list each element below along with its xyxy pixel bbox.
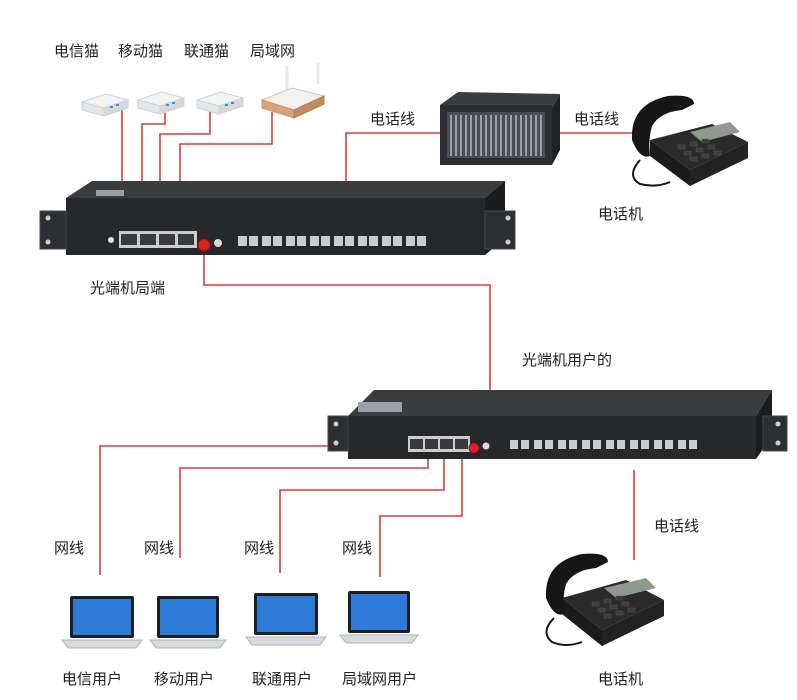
wire-user-unicom bbox=[279, 452, 445, 573]
ethernet-ports-user bbox=[408, 436, 470, 452]
phone-line-label-bottom: 电话线 bbox=[654, 517, 699, 535]
modem-icon bbox=[195, 91, 245, 115]
wires bbox=[99, 110, 645, 577]
phone-line-label-right: 电话线 bbox=[574, 110, 619, 128]
telephone-icon bbox=[631, 95, 748, 187]
wire-user-telecom bbox=[99, 445, 410, 575]
pbx-icon bbox=[440, 92, 560, 165]
modem-label-mobile: 移动猫 bbox=[118, 42, 163, 60]
wire-fiber bbox=[203, 247, 491, 445]
modem-label-unicom: 联通猫 bbox=[184, 42, 229, 60]
wire-user-lan bbox=[379, 452, 463, 577]
central-device-label: 光端机局端 bbox=[90, 279, 165, 297]
fiber-port-user bbox=[468, 442, 480, 454]
net-label-3: 网线 bbox=[244, 539, 274, 557]
user-device-label: 光端机用户的 bbox=[522, 351, 612, 369]
laptop-icon bbox=[245, 593, 327, 646]
phone-label-bottom: 电话机 bbox=[598, 670, 643, 688]
modem-label-telecom: 电信猫 bbox=[54, 42, 99, 60]
user-fiber-transceiver bbox=[327, 390, 788, 459]
fiber-port-central bbox=[197, 238, 211, 252]
phone-label-top: 电话机 bbox=[598, 205, 643, 223]
router-icon bbox=[260, 62, 326, 119]
laptop-icon bbox=[149, 596, 227, 649]
phone-line-label-left: 电话线 bbox=[370, 110, 415, 128]
ethernet-ports-central bbox=[119, 231, 197, 248]
user-label-unicom: 联通用户 bbox=[252, 670, 312, 688]
router-label: 局域网 bbox=[250, 42, 295, 60]
user-label-mobile: 移动用户 bbox=[154, 670, 214, 688]
wire-user-mobile bbox=[179, 452, 429, 558]
net-label-4: 网线 bbox=[342, 539, 372, 557]
modem-icon bbox=[80, 93, 130, 117]
laptop-icon bbox=[339, 591, 419, 644]
modem-icon bbox=[136, 91, 186, 115]
user-label-lan: 局域网用户 bbox=[342, 670, 417, 688]
phone-ports-user bbox=[510, 440, 697, 449]
central-fiber-transceiver bbox=[39, 181, 516, 255]
net-label-1: 网线 bbox=[54, 539, 84, 557]
telephone-icon bbox=[545, 553, 664, 646]
user-label-telecom: 电信用户 bbox=[62, 670, 122, 688]
laptop-icon bbox=[61, 596, 143, 649]
phone-ports-central bbox=[238, 236, 426, 246]
net-label-2: 网线 bbox=[144, 539, 174, 557]
